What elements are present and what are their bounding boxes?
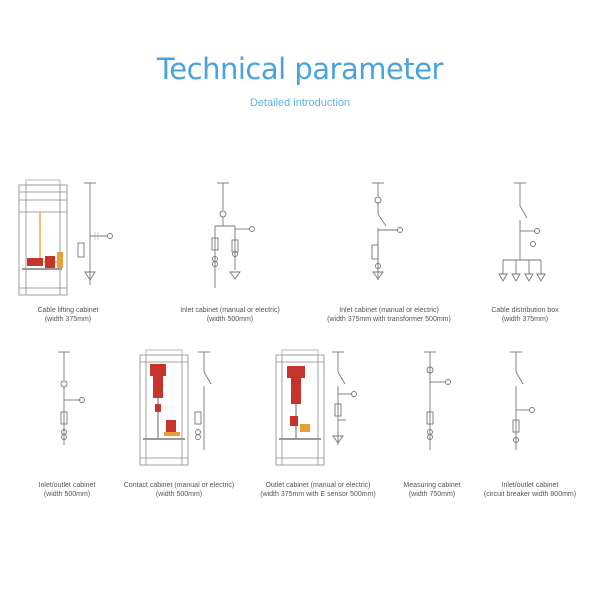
cabinet-drawing-6 [139,349,189,466]
schematic-4 [498,182,546,282]
caption-spec: (width 500mm) [43,491,91,498]
caption-name: Inlet cabinet (manual or electric) [180,307,280,314]
caption-name: Cable lifting cabinet [37,307,99,314]
page-subtitle: Detailed introduction [249,97,351,109]
schematic-7 [332,351,357,445]
caption-7: Outlet cabinet (manual or electric) (wid… [248,481,388,499]
caption-spec: (width 750mm) [408,491,456,498]
caption-spec: (width 375mm) [501,316,549,323]
caption-4: Cable distribution box (width 375mm) [455,306,595,324]
caption-name: Cable distribution box [491,307,559,314]
caption-5: Inlet/outlet cabinet (width 500mm) [0,481,137,499]
caption-name: Inlet/outlet cabinet [38,482,96,489]
schematic-8 [424,351,451,450]
caption-spec: (width 375mm) [44,316,92,323]
schematic-6 [194,351,212,450]
caption-8: Measuring cabinet (width 750mm) [362,481,502,499]
caption-2: Inlet cabinet (manual or electric) (widt… [160,306,300,324]
caption-name: Measuring cabinet [403,482,461,489]
caption-name: Contact cabinet (manual or electric) [123,482,235,489]
schematic-2 [211,182,255,288]
caption-spec: (width 375mm with E sensor 500mm) [260,491,376,498]
schematic-5 [58,351,85,445]
caption-spec: (circuit breaker width 800mm) [483,491,577,498]
cabinet-drawing-7 [275,349,325,466]
caption-spec: (width 500mm) [206,316,254,323]
schematic-9 [510,351,535,450]
schematic-3 [371,182,403,280]
caption-spec: (width 500mm) [155,491,203,498]
caption-name: Inlet cabinet (manual or electric) [339,307,439,314]
caption-name: Inlet/outlet cabinet [501,482,559,489]
caption-spec: (width 375mm with transformer 500mm) [327,316,451,323]
cabinet-drawing-1 [18,179,68,296]
caption-9: Inlet/outlet cabinet (circuit breaker wi… [460,481,600,499]
schematic-1 [77,182,113,285]
caption-1: Cable lifting cabinet (width 375mm) [0,306,138,324]
caption-6: Contact cabinet (manual or electric) (wi… [109,481,249,499]
caption-name: Outlet cabinet (manual or electric) [265,482,371,489]
page-title: Technical parameter [157,52,443,86]
caption-3: Inlet cabinet (manual or electric) (widt… [319,306,459,324]
